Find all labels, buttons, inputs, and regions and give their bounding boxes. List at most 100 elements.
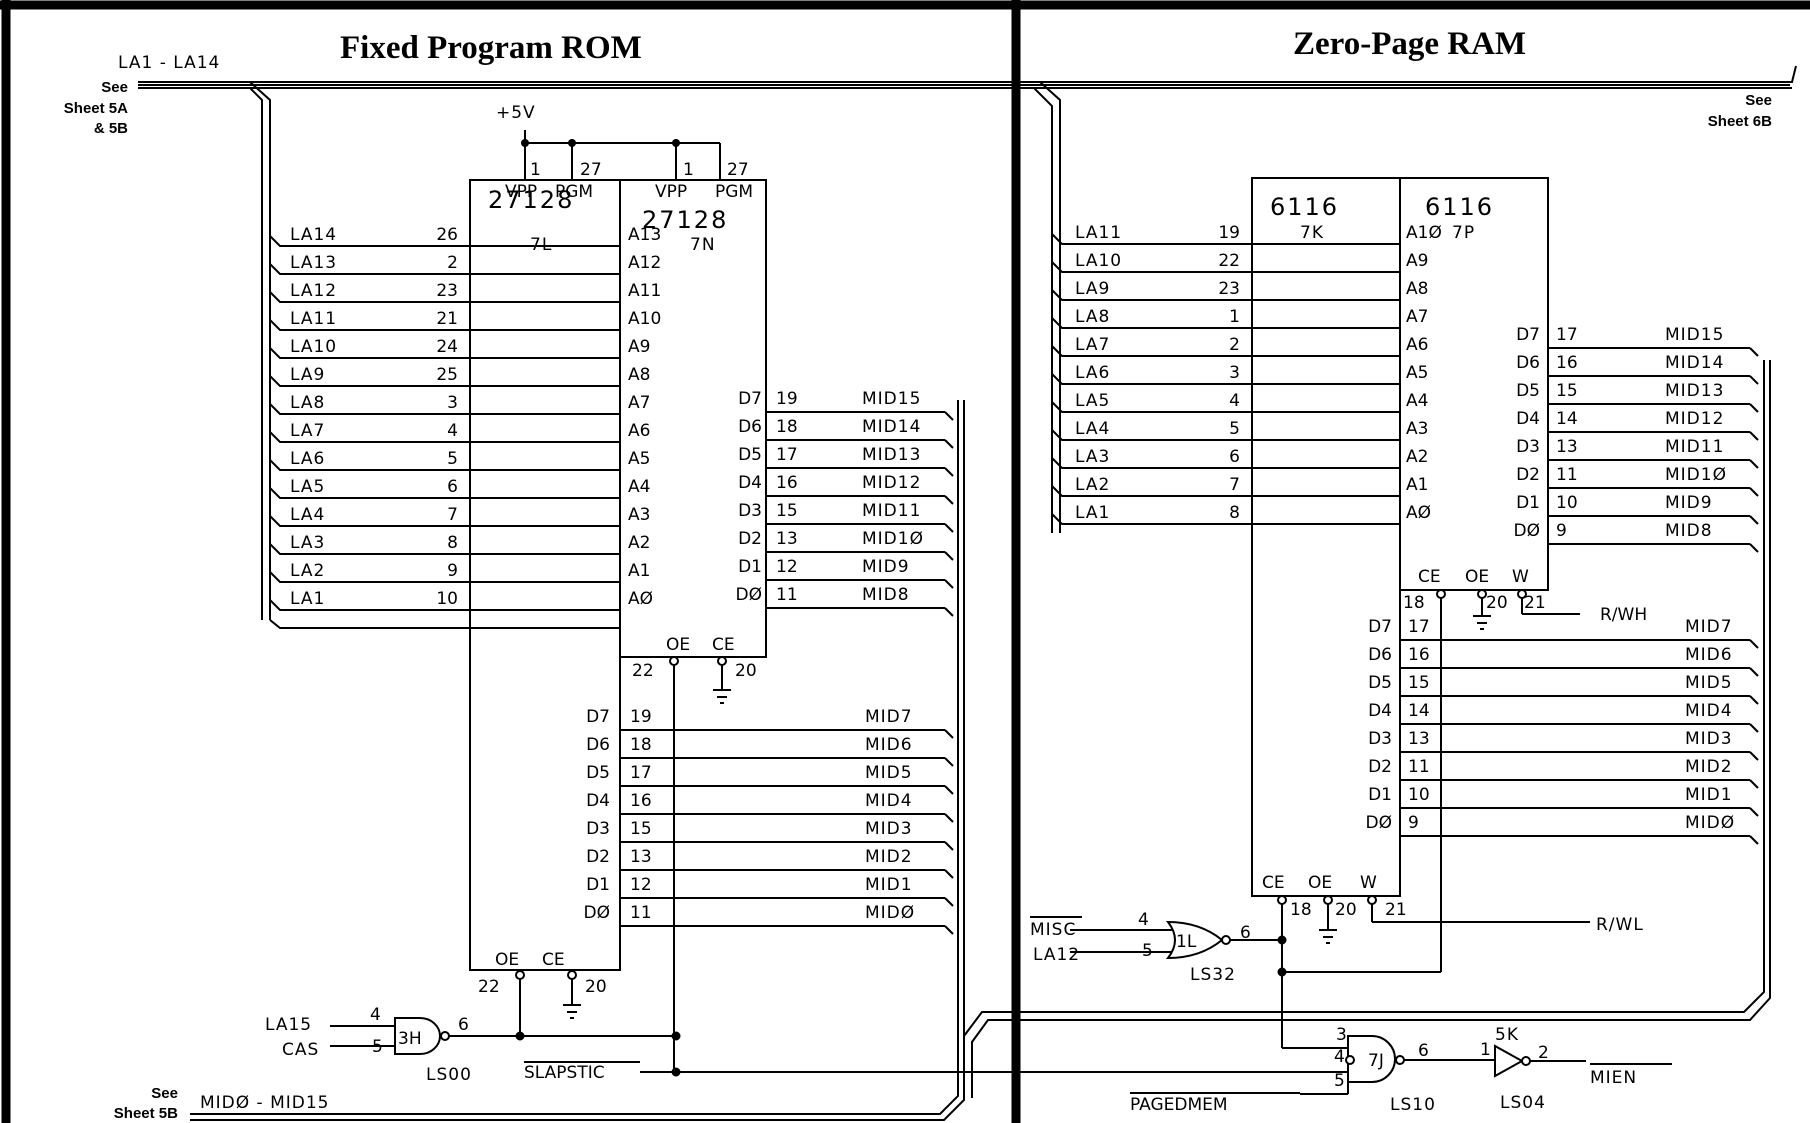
address-line: [1051, 261, 1400, 273]
address-signal-label: LA14: [290, 225, 337, 245]
data-signal-label: MID3: [865, 819, 913, 839]
address-line: [269, 347, 620, 359]
pin-number: 20: [585, 977, 607, 997]
address-line: [1051, 289, 1400, 301]
data-pin-label: D4: [738, 473, 762, 493]
address-signal-label: LA2: [1075, 475, 1110, 495]
address-line: [1051, 457, 1400, 469]
address-line: [269, 375, 620, 387]
data-pin-label: D3: [1368, 729, 1392, 749]
address-line: [269, 599, 620, 611]
address-signal-label: LA9: [290, 365, 325, 385]
pin-number: 27: [727, 160, 749, 180]
data-signal-label: MID6: [865, 735, 913, 755]
data-signal-label: MID1: [1685, 785, 1733, 805]
data-signal-label: MID12: [862, 473, 921, 493]
data-pin-label: D1: [1516, 493, 1540, 513]
address-bus: [138, 65, 1797, 620]
ram-data-bus: [963, 360, 1771, 1098]
signal-label: MIEN: [1590, 1068, 1637, 1088]
bus-entry: [944, 523, 954, 533]
part-label: 5K: [1495, 1025, 1519, 1045]
data-signal-label: MID9: [862, 557, 910, 577]
pin-number: 8: [1229, 503, 1240, 523]
data-signal-label: MID8: [1665, 521, 1713, 541]
address-pin-label: A3: [628, 505, 650, 525]
data-pin-label: D6: [1516, 353, 1540, 373]
data-pin-label: D5: [1516, 381, 1540, 401]
address-line: [269, 319, 620, 331]
w-pin-label: W: [1512, 567, 1529, 587]
inverter-5k: [1494, 1044, 1525, 1078]
ram-section-title: Zero-Page RAM: [1293, 26, 1526, 62]
pin-number: 5: [1229, 419, 1240, 439]
data-pin-label: D4: [1368, 701, 1392, 721]
data-signal-label: MID15: [1665, 325, 1724, 345]
ram-part-number: 6116: [1425, 193, 1494, 221]
bus-entry: [1749, 667, 1759, 677]
nand-gate-7j: [1347, 1035, 1396, 1083]
pin-number: 14: [1556, 409, 1578, 429]
address-pin-label: A5: [628, 449, 650, 469]
inversion-bubble: [717, 656, 727, 666]
power-label: +5V: [496, 103, 536, 123]
bus-entry: [944, 411, 954, 421]
data-signal-label: MID8: [862, 585, 910, 605]
rw-signal-label: R/WL: [1596, 915, 1644, 935]
see-ref-label: See: [101, 79, 128, 96]
bus-entry: [1749, 695, 1759, 705]
pin-number: 18: [1403, 593, 1425, 613]
bus-entry: [1749, 515, 1759, 525]
data-pin-label: DØ: [736, 585, 762, 605]
inversion-bubble: [440, 1031, 450, 1041]
address-line: [1051, 485, 1400, 497]
inversion-bubble: [1395, 1055, 1405, 1065]
bus-entry: [1749, 807, 1759, 817]
bus-entry: [944, 785, 954, 795]
data-pin-label: D6: [738, 417, 762, 437]
pin-number: 17: [776, 445, 798, 465]
pin-number: 24: [436, 337, 458, 357]
address-line: [269, 431, 620, 443]
pin-number: 4: [1229, 391, 1240, 411]
data-pin-label: D7: [1516, 325, 1540, 345]
pin-number: 1: [530, 160, 541, 180]
data-signal-label: MID1Ø: [862, 529, 924, 549]
bus-entry: [1749, 403, 1759, 413]
data-pin-label: D5: [738, 445, 762, 465]
w-pin-label: W: [1360, 873, 1377, 893]
pgm-pin-label: PGM: [715, 182, 753, 202]
address-pin-label: A5: [1406, 363, 1428, 383]
bus-entry: [1749, 639, 1759, 649]
address-signal-label: LA1: [290, 589, 325, 609]
rom-part-number: 27128: [642, 206, 728, 234]
pin-number: 20: [1335, 900, 1357, 920]
signal-label: LA15: [265, 1015, 312, 1035]
pin-number: 25: [436, 365, 458, 385]
data-signal-label: MID14: [1665, 353, 1724, 373]
address-pin-label: A8: [1406, 279, 1428, 299]
pin-number: 14: [1408, 701, 1430, 721]
junction-dot: [671, 1067, 681, 1077]
sheet-ref-label: Sheet 5B: [114, 1105, 178, 1122]
pin-number: 12: [630, 875, 652, 895]
address-pin-label: A11: [628, 281, 661, 301]
pin-number: 18: [630, 735, 652, 755]
pin-number: 7: [1229, 475, 1240, 495]
data-pin-label: D5: [586, 763, 610, 783]
data-pin-label: DØ: [1366, 813, 1392, 833]
address-line: [269, 459, 620, 471]
address-signal-label: LA4: [290, 505, 325, 525]
bus-entry: [944, 841, 954, 851]
bus-entry: [944, 757, 954, 767]
pin-number: 13: [776, 529, 798, 549]
bus-entry: [1749, 723, 1759, 733]
address-line: [269, 571, 620, 583]
pin-number: 10: [1408, 785, 1430, 805]
address-line: [1051, 233, 1400, 245]
pin-number: 11: [630, 903, 652, 923]
pin-number: 21: [436, 309, 458, 329]
pin-number: 5: [1334, 1071, 1345, 1091]
data-pin-label: D2: [1368, 757, 1392, 777]
